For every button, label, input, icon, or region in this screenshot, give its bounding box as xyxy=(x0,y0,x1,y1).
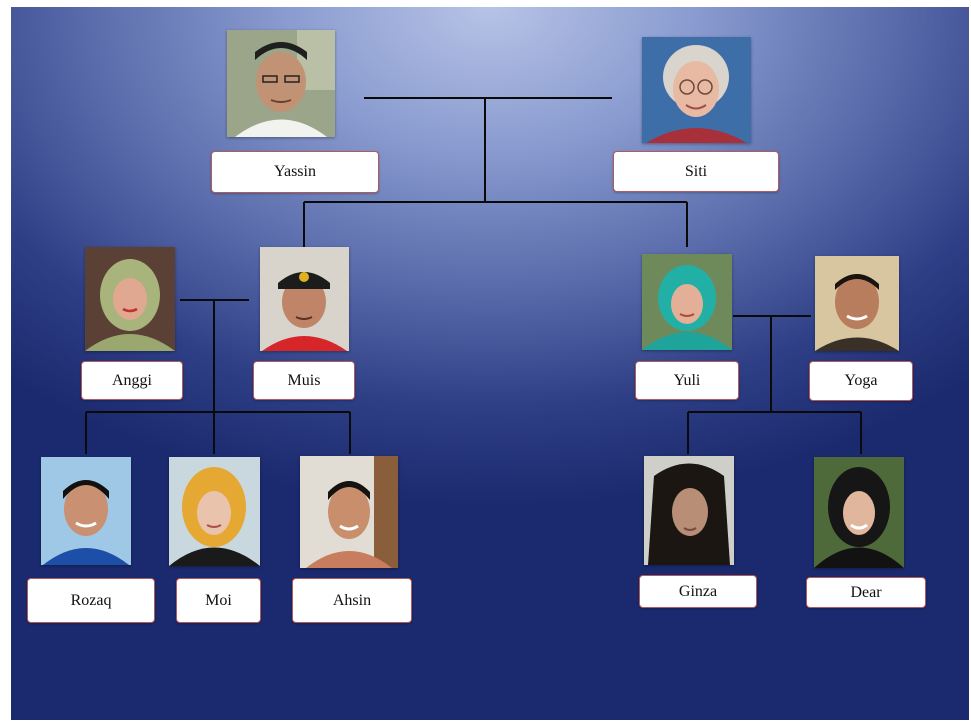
yassin-photo xyxy=(227,30,335,137)
yuli-photo xyxy=(642,254,732,350)
ahsin-name-label: Ahsin xyxy=(292,578,412,623)
elderly-woman-portrait-icon xyxy=(642,37,751,143)
rozaq-name-label: Rozaq xyxy=(27,578,155,623)
woman-hijab-portrait-icon xyxy=(814,457,904,568)
tree-connectors xyxy=(85,97,862,454)
ginza-photo xyxy=(644,456,734,565)
yassin-name-label: Yassin xyxy=(211,151,379,193)
yuli-name-label: Yuli xyxy=(635,361,739,400)
anggi-name-label: Anggi xyxy=(81,361,183,400)
man-cap-portrait-icon xyxy=(260,247,349,351)
moi-photo xyxy=(169,457,260,566)
siti-photo xyxy=(642,37,751,143)
young-woman-portrait-icon xyxy=(644,456,734,565)
anggi-photo xyxy=(85,247,175,351)
family-tree-slide: Yassin Siti Anggi xyxy=(11,7,969,720)
young-man-portrait-icon xyxy=(300,456,398,568)
woman-hijab-portrait-icon xyxy=(85,247,175,351)
woman-hijab-portrait-icon xyxy=(169,457,260,566)
dear-name-label: Dear xyxy=(806,577,926,608)
dear-photo xyxy=(814,457,904,568)
yoga-name-label: Yoga xyxy=(809,361,913,401)
muis-name-label: Muis xyxy=(253,361,355,400)
muis-photo xyxy=(260,247,349,351)
siti-name-label: Siti xyxy=(613,151,779,192)
ahsin-photo xyxy=(300,456,398,568)
yoga-photo xyxy=(815,256,899,351)
elderly-man-portrait-icon xyxy=(227,30,335,137)
ginza-name-label: Ginza xyxy=(639,575,757,608)
young-man-portrait-icon xyxy=(41,457,131,565)
man-portrait-icon xyxy=(815,256,899,351)
rozaq-photo xyxy=(41,457,131,565)
moi-name-label: Moi xyxy=(176,578,261,623)
woman-hijab-portrait-icon xyxy=(642,254,732,350)
